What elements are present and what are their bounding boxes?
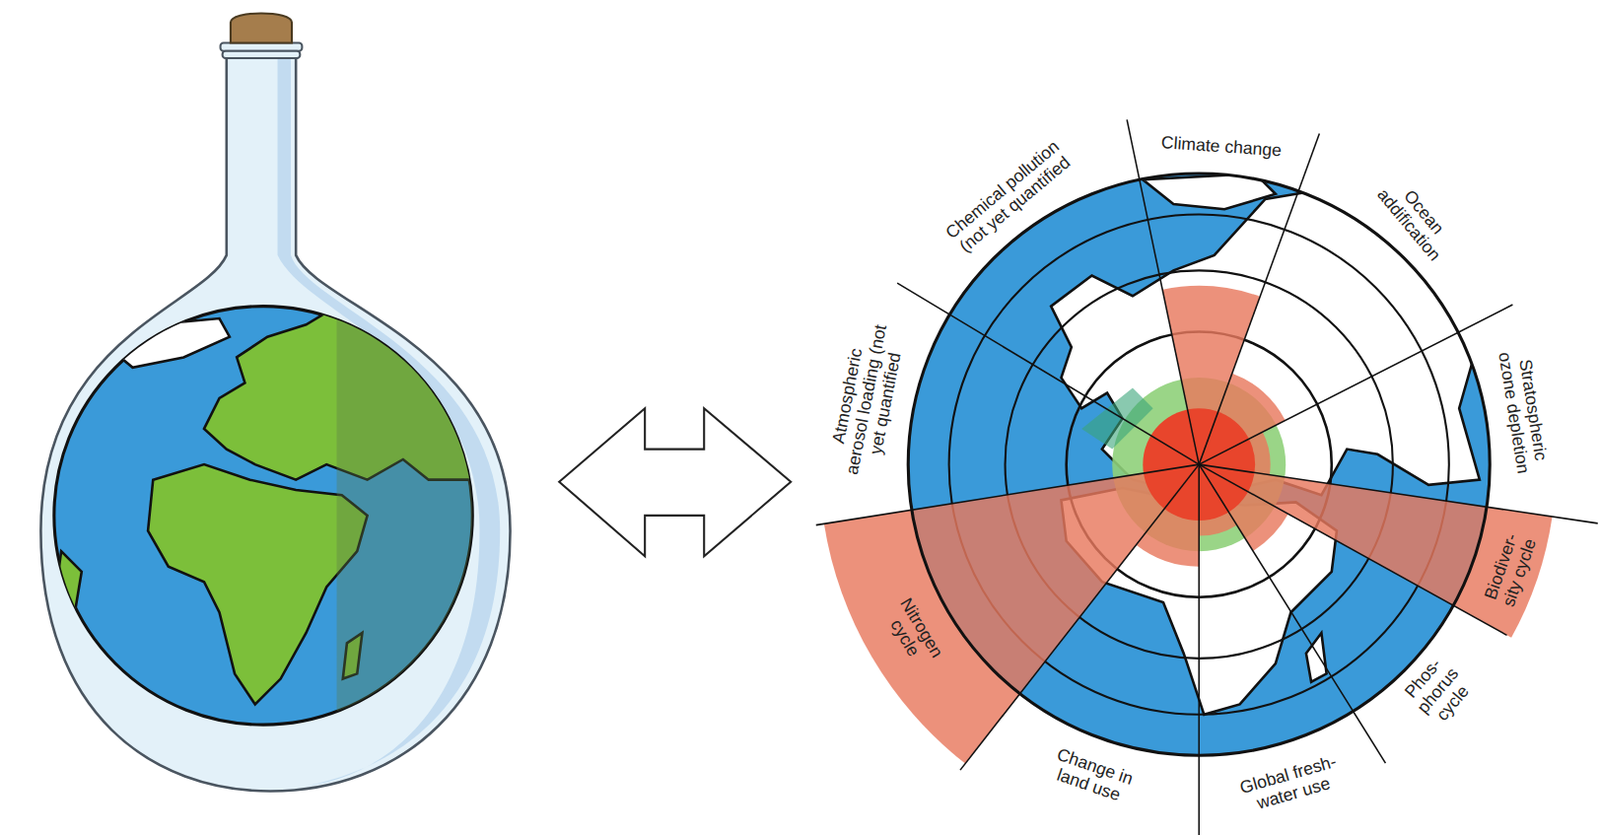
sector-line xyxy=(1126,119,1199,465)
boundary-wheel xyxy=(816,119,1599,835)
sector-line xyxy=(1198,464,1507,635)
sector-line xyxy=(1198,304,1513,465)
boundary-label: Global fresh- water use xyxy=(1227,749,1354,821)
sector-line xyxy=(960,464,1199,770)
boundary-label: Atmospheric aerosol loading (not yet qua… xyxy=(823,319,910,482)
sector-line xyxy=(1198,464,1386,764)
sector-line xyxy=(1198,464,1599,524)
sector-line xyxy=(1198,133,1320,465)
boundary-wedge xyxy=(824,464,1199,764)
sector-line xyxy=(897,282,1199,465)
boundary-label: Climate change xyxy=(1134,131,1310,163)
sector-line xyxy=(1197,464,1200,835)
double-arrow xyxy=(558,408,791,557)
bottle xyxy=(40,12,510,791)
boundary-wedges xyxy=(824,285,1553,765)
boundary-label: Stratospheric ozone depletion xyxy=(1493,343,1553,481)
globe xyxy=(53,306,481,726)
boundary-label: Change in land use xyxy=(1041,741,1143,809)
